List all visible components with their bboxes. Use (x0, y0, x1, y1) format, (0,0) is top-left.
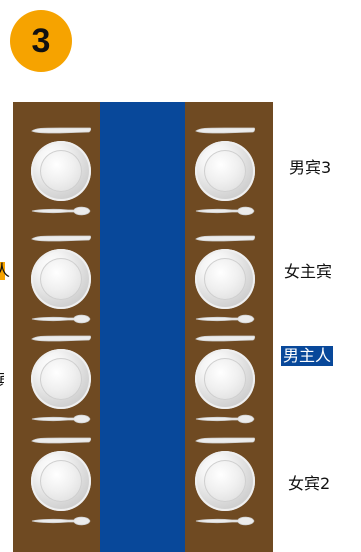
seat-label-right-2: 女主宾 (284, 262, 333, 281)
left-seat-label-fragment-1: 人 (0, 261, 11, 280)
place-setting-right-4 (194, 432, 256, 532)
place-setting-right-2 (194, 230, 256, 330)
plate-icon (195, 249, 255, 309)
spoon-icon (195, 414, 255, 424)
table-runner (100, 102, 185, 552)
left-seat-label-fragment-2: 宾 (0, 370, 4, 390)
knife-icon (31, 235, 92, 242)
plate-icon (195, 349, 255, 409)
plate-icon (31, 249, 91, 309)
spoon-icon (31, 206, 91, 216)
place-setting-left-1 (30, 122, 92, 222)
plate-icon (195, 451, 255, 511)
spoon-icon (195, 314, 255, 324)
knife-icon (31, 127, 92, 134)
seat-label-right-1: 男宾3 (289, 158, 332, 177)
knife-icon (195, 127, 256, 134)
spoon-icon (31, 414, 91, 424)
spoon-icon (31, 314, 91, 324)
seat-label-right-3-highlighted: 男主人 (281, 346, 334, 366)
left-seat-label-fragment-highlight (0, 262, 5, 280)
knife-icon (195, 335, 256, 342)
plate-icon (195, 141, 255, 201)
place-setting-left-4 (30, 432, 92, 532)
knife-icon (31, 335, 92, 342)
spoon-icon (195, 206, 255, 216)
place-setting-right-3 (194, 330, 256, 430)
knife-icon (31, 437, 92, 444)
place-setting-left-2 (30, 230, 92, 330)
plate-icon (31, 451, 91, 511)
spoon-icon (195, 516, 255, 526)
plate-icon (31, 349, 91, 409)
place-setting-right-1 (194, 122, 256, 222)
seat-label-right-4: 女宾2 (288, 474, 331, 493)
step-number-badge: 3 (10, 10, 72, 72)
plate-icon (31, 141, 91, 201)
knife-icon (195, 437, 256, 444)
place-setting-left-3 (30, 330, 92, 430)
knife-icon (195, 235, 256, 242)
spoon-icon (31, 516, 91, 526)
